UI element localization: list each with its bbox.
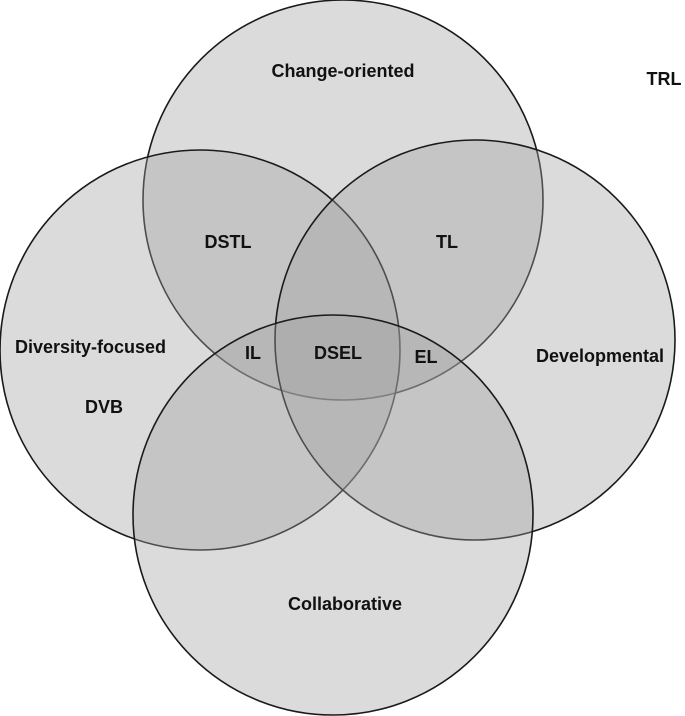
circle-collaborative — [132, 314, 534, 716]
label-diversity-focused: Diversity-focused — [15, 337, 166, 357]
region-label-il: IL — [245, 343, 261, 363]
region-label-trl: TRL — [647, 69, 682, 89]
region-label-dstl: DSTL — [205, 232, 252, 252]
region-label-tl: TL — [436, 232, 458, 252]
circle-developmental — [274, 139, 676, 541]
label-change-oriented: Change-oriented — [271, 61, 414, 81]
circle-diversity-focused — [0, 149, 401, 551]
circle-change-oriented — [142, 0, 544, 401]
label-developmental: Developmental — [536, 346, 664, 366]
region-label-el: EL — [414, 347, 437, 367]
region-label-dvb: DVB — [85, 397, 123, 417]
region-label-dsel: DSEL — [314, 343, 362, 363]
label-collaborative: Collaborative — [288, 594, 402, 614]
